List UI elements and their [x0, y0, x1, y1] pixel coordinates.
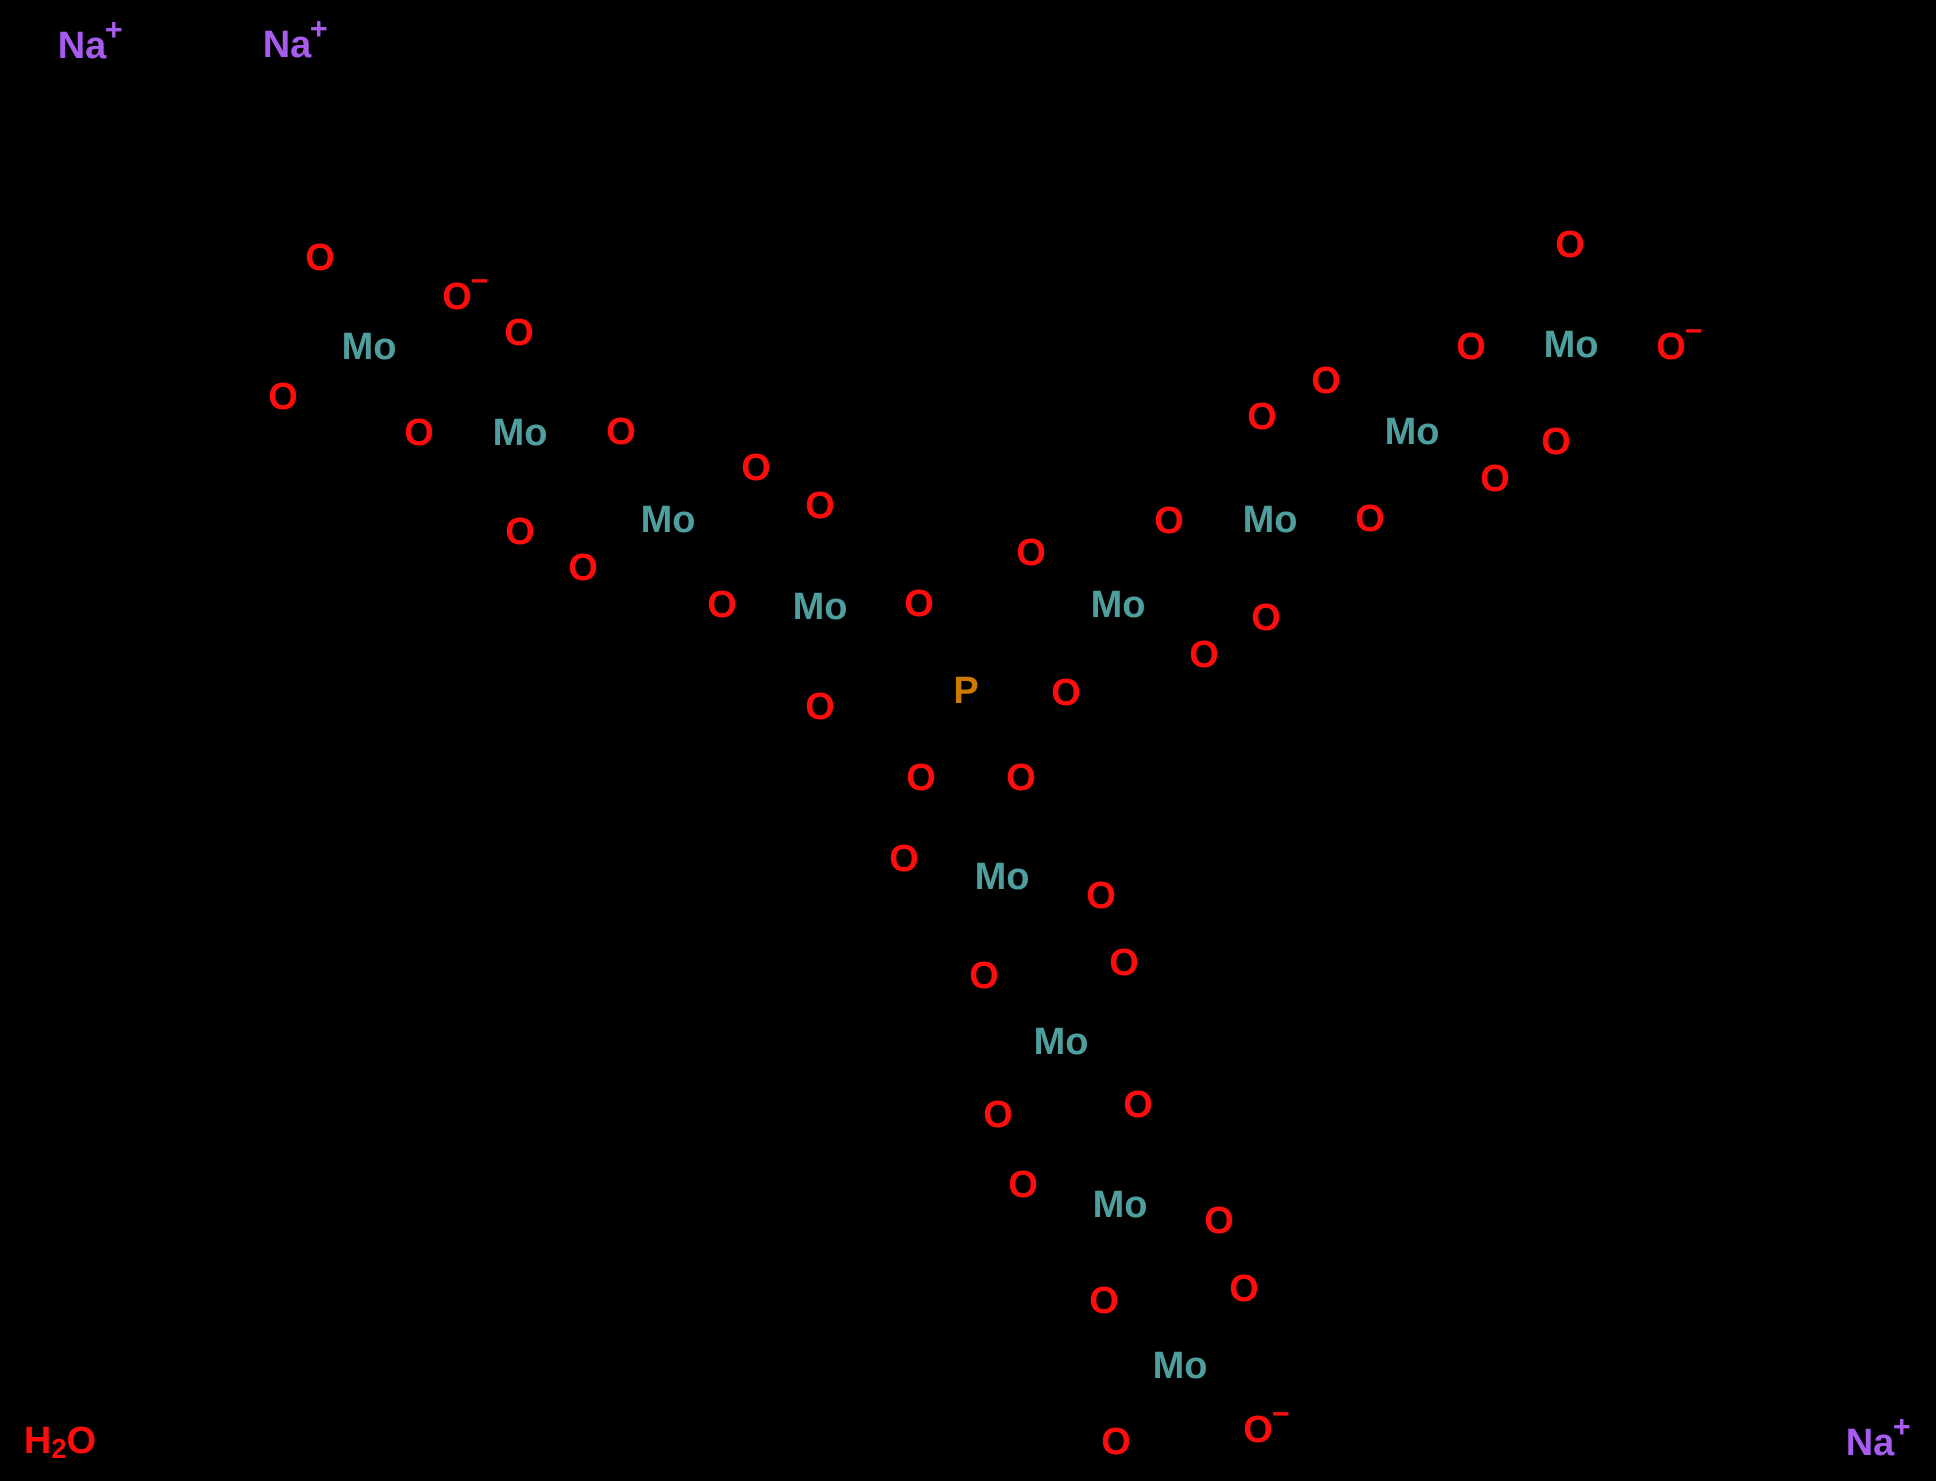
- atom-Mo-label: Mo: [341, 326, 397, 368]
- atom-Mo-label: Mo: [1152, 1345, 1208, 1387]
- atom-O-label: O: [1086, 875, 1116, 917]
- atom-O-label: O: [904, 583, 934, 625]
- atom-Mo-label: Mo: [1384, 411, 1440, 453]
- atom-O-label: O: [1251, 597, 1281, 639]
- atom-O-label: O: [1189, 634, 1219, 676]
- atom-O-label: O: [505, 511, 535, 553]
- atom-Na-cation-label: Na+: [1845, 1409, 1911, 1464]
- atom-O-label: O: [404, 412, 434, 454]
- atom-Mo-label: Mo: [640, 499, 696, 541]
- atom-Mo-label: Mo: [1242, 499, 1298, 541]
- atom-Mo-label: Mo: [492, 412, 548, 454]
- subscript: 2: [51, 1432, 67, 1464]
- atom-O-anion-label: O−: [1656, 313, 1703, 368]
- atom-P-label: P: [953, 670, 979, 712]
- atom-O-label: O: [1355, 498, 1385, 540]
- atom-O-label: O: [1051, 672, 1081, 714]
- atom-O-label: O: [969, 955, 999, 997]
- atom-O-label: O: [805, 485, 835, 527]
- charge-plus: +: [104, 12, 123, 47]
- atom-O-label: O: [1006, 757, 1036, 799]
- atom-O-label: O: [268, 376, 298, 418]
- atom-O-label: O: [1480, 458, 1510, 500]
- charge-plus: +: [1892, 1409, 1911, 1444]
- atom-O-label: O: [1101, 1421, 1131, 1463]
- atom-O-label: O: [568, 547, 598, 589]
- atom-O-label: O: [305, 237, 335, 279]
- charge-minus: −: [1684, 313, 1703, 348]
- molecule-water-label: H2O: [23, 1419, 97, 1464]
- atom-O-label: O: [1109, 942, 1139, 984]
- atom-Na-cation-label: Na+: [262, 11, 328, 66]
- atom-O-label: O: [1247, 396, 1277, 438]
- atom-O-label: O: [1555, 224, 1585, 266]
- atom-O-label: O: [1123, 1084, 1153, 1126]
- atom-O-label: O: [1541, 421, 1571, 463]
- atom-O-label: O: [1456, 326, 1486, 368]
- atom-O-label: O: [889, 838, 919, 880]
- atom-O-label: O: [1311, 360, 1341, 402]
- atom-Mo-label: Mo: [1090, 584, 1146, 626]
- atom-Mo-label: Mo: [974, 856, 1030, 898]
- atom-O-label: O: [1154, 500, 1184, 542]
- atom-O-label: O: [805, 686, 835, 728]
- atom-O-label: O: [1089, 1280, 1119, 1322]
- atom-O-label: O: [983, 1094, 1013, 1136]
- atom-O-label: O: [606, 411, 636, 453]
- atom-O-label: O: [1229, 1268, 1259, 1310]
- atom-O-label: O: [504, 312, 534, 354]
- charge-minus: −: [470, 263, 489, 298]
- atom-O-label: O: [707, 584, 737, 626]
- atom-Na-cation-label: Na+: [57, 12, 123, 67]
- atom-O-anion-label: O−: [1243, 1396, 1290, 1451]
- atom-Mo-label: Mo: [1092, 1184, 1148, 1226]
- atom-Mo-label: Mo: [792, 586, 848, 628]
- charge-plus: +: [309, 11, 328, 46]
- charge-minus: −: [1271, 1396, 1290, 1431]
- atom-Mo-label: Mo: [1543, 324, 1599, 366]
- atom-O-label: O: [1016, 532, 1046, 574]
- atom-O-label: O: [1204, 1200, 1234, 1242]
- atom-O-anion-label: O−: [442, 263, 489, 318]
- atom-O-label: O: [741, 447, 771, 489]
- atom-Mo-label: Mo: [1033, 1021, 1089, 1063]
- atom-O-label: O: [906, 757, 936, 799]
- atom-O-label: O: [1008, 1164, 1038, 1206]
